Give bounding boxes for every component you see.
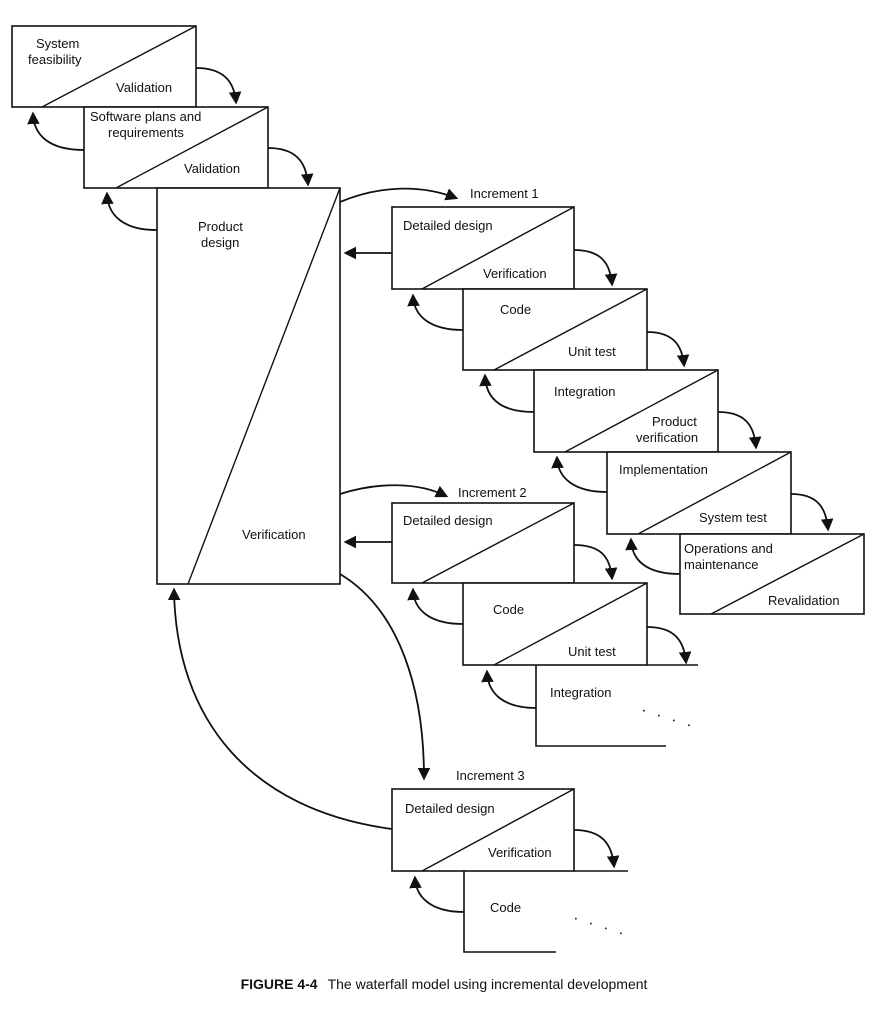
forward-arrow: [339, 187, 459, 203]
forward-arrow: [646, 331, 690, 368]
stage-check: System test: [699, 510, 767, 525]
forward-arrow: [573, 829, 620, 869]
inc1-operations: Operations and maintenance Revalidation: [679, 533, 865, 615]
back-arrow: [625, 537, 681, 575]
stage-check: verification: [636, 430, 698, 445]
figure-caption-text: The waterfall model using incremental de…: [327, 976, 648, 992]
stage-check: Validation: [116, 80, 172, 95]
stage-title: requirements: [108, 125, 184, 140]
back-arrow: [479, 373, 535, 413]
stage-check: Verification: [242, 527, 306, 542]
stage-title: feasibility: [28, 52, 82, 67]
stage-check: Verification: [483, 266, 547, 281]
stage-check: Product: [652, 414, 697, 429]
stage-title: design: [201, 235, 239, 250]
stage-title: Integration: [550, 685, 611, 700]
inc2-code: Code Unit test: [462, 582, 648, 666]
stage-check: Verification: [488, 845, 552, 860]
back-arrow: [407, 293, 464, 331]
forward-arrow: [717, 411, 762, 450]
stage-title: maintenance: [684, 557, 758, 572]
stage-title: Integration: [554, 384, 615, 399]
continuation-dots: · · · ·: [639, 702, 697, 735]
increment-label: Increment 3: [456, 768, 525, 783]
inc1-code: Code Unit test: [462, 288, 648, 371]
stage-check: Unit test: [568, 644, 616, 659]
inc2-integration: Integration · · · ·: [535, 665, 697, 747]
increment-label: Increment 2: [458, 485, 527, 500]
forward-arrow: [339, 484, 449, 498]
forward-arrow: [573, 249, 618, 287]
stage-title: Implementation: [619, 462, 708, 477]
inc3-detailed-design: Detailed design Verification: [391, 788, 575, 872]
back-arrow: [167, 587, 393, 830]
stage-title: Code: [490, 900, 521, 915]
stage-title: Product: [198, 219, 243, 234]
forward-arrow: [195, 67, 242, 105]
inc3-code: Code · · · ·: [463, 871, 629, 953]
back-arrow: [407, 587, 464, 625]
forward-arrow: [790, 493, 834, 532]
stage-product-design: Product design Verification: [156, 187, 341, 585]
inc1-detailed-design: Detailed design Verification: [391, 206, 575, 290]
continuation-dots: · · · ·: [571, 910, 629, 943]
forward-arrow: [646, 626, 692, 665]
inc2-detailed-design: Detailed design: [391, 502, 575, 584]
stage-title: Code: [493, 602, 524, 617]
stage-title: Detailed design: [403, 513, 493, 528]
back-arrow: [481, 669, 537, 709]
inc1-integration: Integration Product verification: [533, 369, 719, 453]
forward-arrow: [267, 147, 314, 187]
back-arrow: [551, 455, 608, 493]
inc1-implementation: Implementation System test: [606, 451, 792, 535]
back-arrow: [101, 191, 158, 231]
stage-software-requirements: Software plans and requirements Validati…: [83, 106, 269, 189]
forward-arrow: [573, 544, 618, 581]
stage-check: Validation: [184, 161, 240, 176]
stage-title: Operations and: [684, 541, 773, 556]
stage-title: Detailed design: [403, 218, 493, 233]
stage-check: Unit test: [568, 344, 616, 359]
back-arrow: [409, 875, 465, 913]
back-arrow: [27, 111, 85, 151]
stage-title: Detailed design: [405, 801, 495, 816]
increment-label: Increment 1: [470, 186, 539, 201]
stage-system-feasibility: System feasibility Validation: [11, 25, 197, 108]
figure-caption: FIGURE 4-4 The waterfall model using incr…: [0, 976, 888, 992]
figure-number: FIGURE 4-4: [240, 976, 318, 992]
stage-title: Code: [500, 302, 531, 317]
stage-title: Software plans and: [90, 109, 201, 124]
stage-title: System: [36, 36, 79, 51]
forward-arrow: [339, 573, 431, 781]
stage-check: Revalidation: [768, 593, 840, 608]
